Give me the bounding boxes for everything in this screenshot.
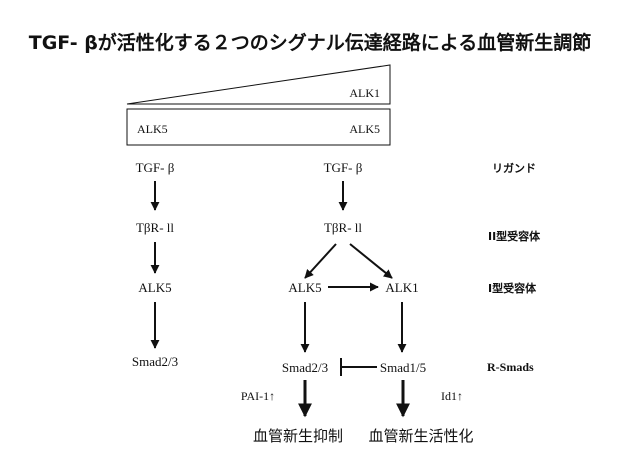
left-tbr-ii: TβR- ll [136, 220, 174, 235]
right-alk5: ALK5 [288, 280, 321, 295]
right-arrow-type2-to-alk1 [349, 243, 393, 279]
outcome-angiogenesis-activation: 血管新生活性化 [368, 427, 473, 445]
alk1-wedge [126, 64, 391, 105]
row-label-type1-receptor: I型受容体 [488, 281, 537, 295]
right-arrow-type2-to-alk5 [304, 243, 337, 279]
alk5-bar [126, 108, 391, 146]
left-tgf-beta: TGF- β [136, 160, 175, 175]
row-label-rsmads: R-Smads [487, 360, 534, 374]
left-alk5: ALK5 [138, 280, 171, 295]
alk1-wedge-label: ALK1 [349, 86, 380, 100]
right-tbr-ii: TβR- ll [324, 220, 362, 235]
right-tgf-beta: TGF- β [324, 160, 363, 175]
pai1-label: PAI-1↑ [241, 389, 275, 403]
right-alk1: ALK1 [385, 280, 418, 295]
left-smad23: Smad2/3 [132, 354, 178, 369]
row-label-ligand: リガンド [492, 161, 536, 175]
id1-label: Id1↑ [441, 389, 463, 403]
alk5-bar-left-label: ALK5 [137, 122, 168, 136]
row-label-type2-receptor: II型受容体 [488, 229, 541, 243]
outcome-angiogenesis-inhibition: 血管新生抑制 [253, 427, 343, 445]
page-title: TGF- βが活性化する２つのシグナル伝達経路による血管新生調節 [28, 32, 592, 54]
right-smad23: Smad2/3 [282, 360, 328, 375]
alk5-bar-right-label: ALK5 [349, 122, 380, 136]
right-smad15: Smad1/5 [380, 360, 426, 375]
